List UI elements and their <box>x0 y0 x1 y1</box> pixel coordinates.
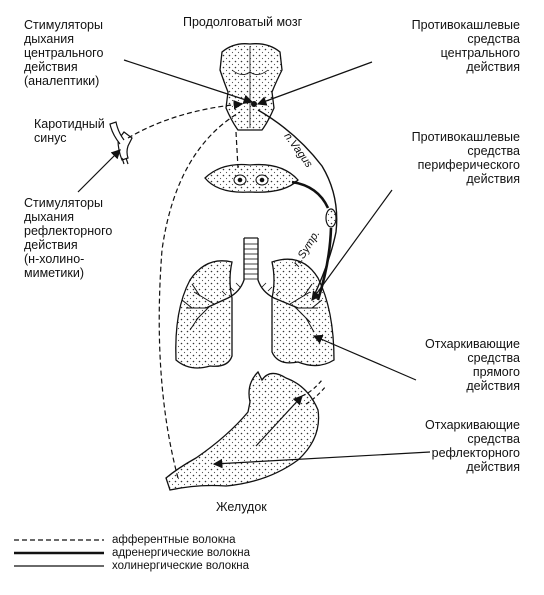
label-reflex-expectorants: Отхаркивающие средства рефлекторного дей… <box>425 418 520 474</box>
arrow-reflex-expectorants <box>212 451 431 469</box>
label-stomach: Желудок <box>216 500 267 514</box>
label-carotid-sinus: Каротидный синус <box>34 117 105 145</box>
arrow-peripheral-antitussives <box>311 189 393 301</box>
arrow-central-antitussives <box>256 61 373 106</box>
label-direct-expectorants: Отхаркивающие средства прямого действия <box>425 337 520 393</box>
label-peripheral-antitussives: Противокашлевые средства периферического… <box>411 130 520 186</box>
sympathetic-ganglion <box>325 208 337 228</box>
arrow-direct-expectorants <box>312 334 417 381</box>
stomach <box>165 370 320 491</box>
label-central-stimulants: Стимуляторы дыхания центрального действи… <box>24 18 104 88</box>
label-reflex-stimulants: Стимуляторы дыхания рефлекторного действ… <box>24 196 113 280</box>
medulla-oblongata <box>219 43 283 131</box>
stomach-to-lungs-line <box>255 395 303 447</box>
legend-afferent: афферентные волокна <box>112 534 236 546</box>
legend-lines <box>14 539 104 567</box>
arrow-central-stimulants <box>123 59 254 104</box>
medulla-spinal-afferent <box>235 131 239 169</box>
stomach-afferent-right <box>301 379 323 397</box>
arrow-reflex-stimulants <box>77 149 121 193</box>
legend-cholinergic: холинергические волокна <box>112 560 249 572</box>
carotid-sinus-vessel <box>109 121 133 165</box>
label-medulla: Продолговатый мозг <box>183 15 303 29</box>
carotid-afferent <box>127 99 244 139</box>
left-lung <box>175 260 233 369</box>
trachea <box>181 237 323 333</box>
legend-adrenergic: адренергические волокна <box>112 547 250 559</box>
label-central-antitussives: Противокашлевые средства центрального де… <box>411 18 520 74</box>
stomach-afferent-left <box>158 111 241 479</box>
spinal-cord-section <box>204 163 299 193</box>
